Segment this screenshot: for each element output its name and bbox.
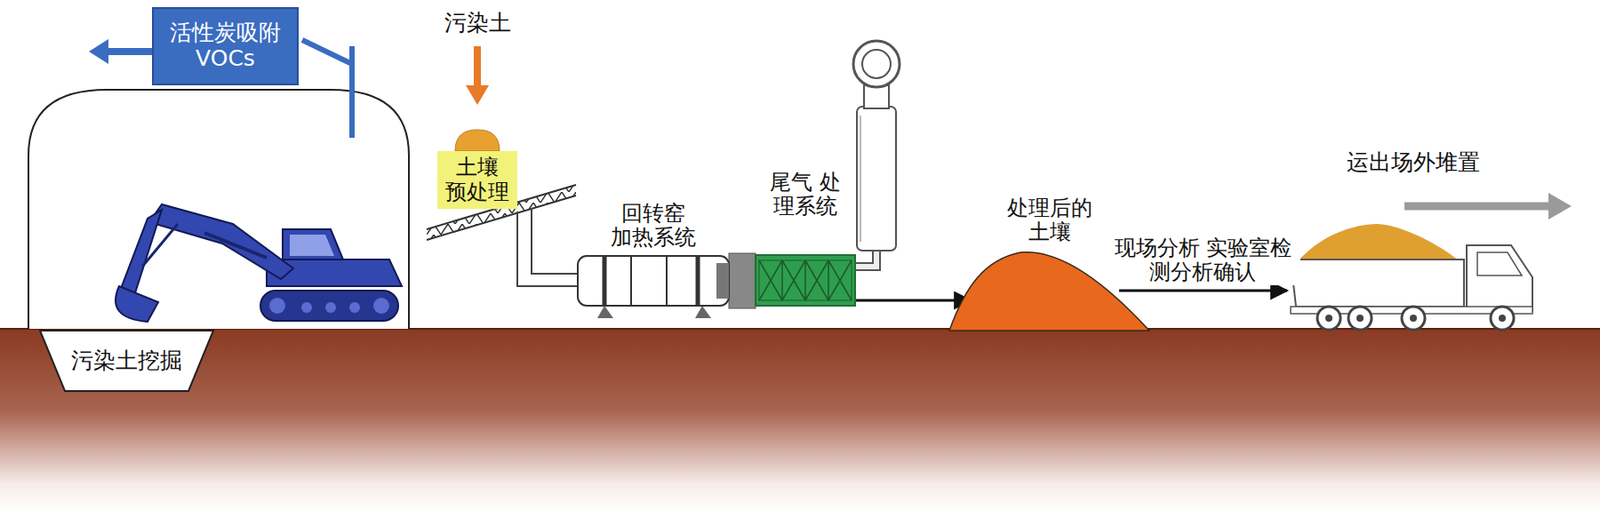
material-label: 污染土 xyxy=(435,10,520,37)
node-label: 回转窑 加热系统 xyxy=(609,201,696,251)
offgas-treatment: 尾气 处理系统 xyxy=(755,255,856,306)
node-label: 土壤 预处理 xyxy=(444,155,510,205)
excavator xyxy=(115,204,402,322)
outlet-arrow xyxy=(104,48,153,56)
kiln-outlet-block xyxy=(728,253,756,309)
offgas-treatment-outline xyxy=(755,255,856,306)
feed-pipe xyxy=(531,208,578,274)
exhaust-pipe xyxy=(349,46,355,138)
pretreatment-box: 土壤 预处理 xyxy=(437,151,518,209)
edge-label: 现场分析 实验室检测分析确认 xyxy=(1105,236,1300,286)
adsorption-box: 活性炭吸附 VOCs xyxy=(152,8,298,85)
node-label: 尾气 处理系统 xyxy=(761,170,848,220)
process-arrow xyxy=(855,299,971,303)
excavation-pit: 污染土挖掘 xyxy=(40,330,214,392)
node-label: 污染土挖掘 xyxy=(60,348,194,375)
feed-arrowhead xyxy=(465,85,489,105)
feed-pipe xyxy=(517,211,578,287)
process-arrow xyxy=(1119,289,1288,293)
rotary-kiln: 回转窑 加热系统 xyxy=(577,256,729,306)
exhaust-stack xyxy=(853,40,900,267)
outbound-arrow xyxy=(1404,202,1552,211)
soil-mound xyxy=(455,129,500,152)
dump-truck-outline xyxy=(1288,222,1538,331)
kiln-support xyxy=(597,305,712,319)
ground xyxy=(0,328,1600,511)
outlet-arrowhead xyxy=(88,39,109,64)
node-label: 处理后的 土壤 xyxy=(1006,196,1093,246)
feed-arrow xyxy=(473,46,481,89)
exhaust-pipe xyxy=(302,40,352,64)
dump-truck: 运出场外堆置 xyxy=(1288,222,1538,331)
node-label: 运出场外堆置 xyxy=(1336,150,1492,176)
rotary-kiln-outline xyxy=(577,256,729,306)
outbound-arrowhead xyxy=(1548,192,1572,220)
node-label: 活性炭吸附 VOCs xyxy=(168,20,281,72)
